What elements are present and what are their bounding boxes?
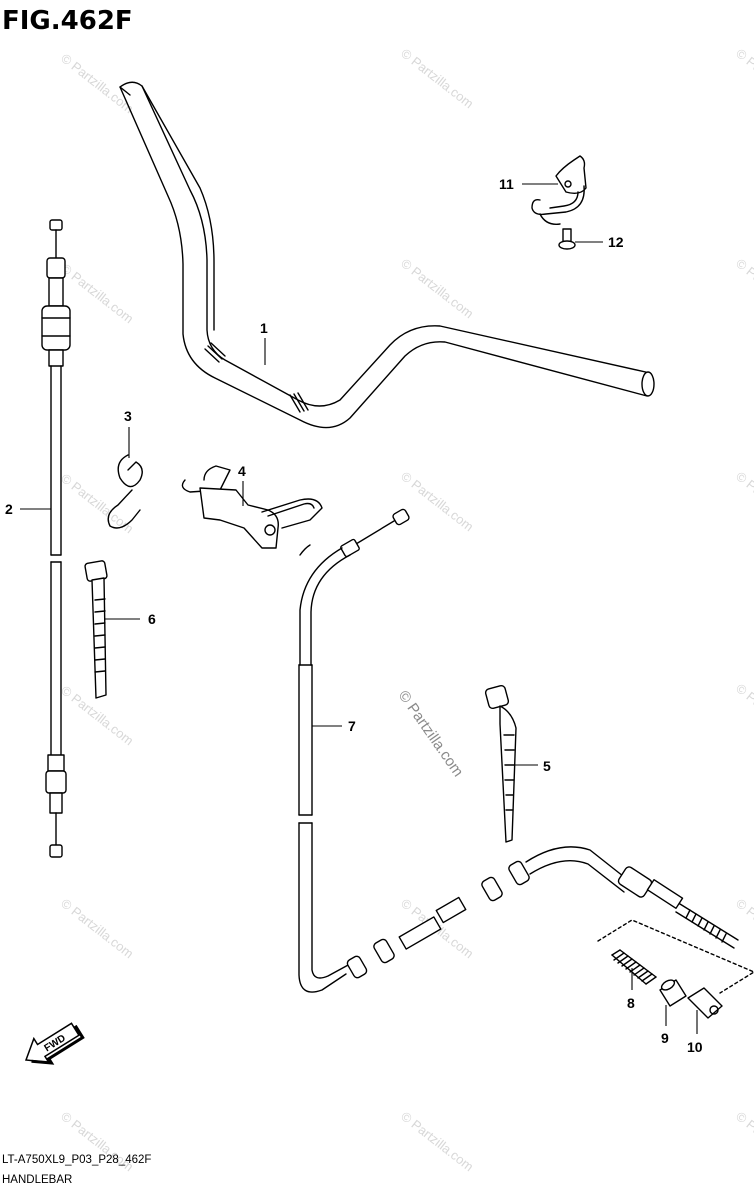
callout-10: 10: [687, 1010, 703, 1055]
watermark: © Partzilla.com: [733, 896, 754, 962]
callout-7: 7: [312, 718, 356, 734]
watermark: © Partzilla.com: [398, 1109, 476, 1175]
watermark: © Partzilla.com: [398, 469, 476, 535]
callout-label: 2: [5, 501, 13, 517]
callout-5: 5: [513, 758, 551, 774]
callout-label: 7: [348, 718, 356, 734]
callout-4: 4: [238, 463, 246, 506]
fitting-part-10[interactable]: [687, 987, 723, 1019]
callout-1: 1: [260, 320, 268, 365]
callout-8: 8: [627, 968, 635, 1011]
callout-label: 1: [260, 320, 268, 336]
spring-part-8[interactable]: [611, 949, 657, 985]
watermark-center: © Partzilla.com: [395, 688, 467, 781]
callout-label: 11: [499, 176, 514, 192]
callout-11: 11: [499, 176, 558, 192]
bracket-part-4[interactable]: [181, 465, 323, 549]
watermark: © Partzilla.com: [733, 46, 754, 112]
watermark-layer: © Partzilla.com © Partzilla.com © Partzi…: [58, 46, 754, 1175]
callout-12: 12: [575, 234, 624, 250]
callout-label: 4: [238, 463, 246, 479]
cable-part-7[interactable]: [298, 508, 739, 993]
figure-title: FIG.462F: [2, 6, 133, 36]
cable-tie-part-5[interactable]: [484, 684, 517, 843]
cable-part-2[interactable]: [41, 219, 71, 858]
exploded-group-outline: [597, 919, 754, 994]
watermark: © Partzilla.com: [733, 256, 754, 322]
callout-label: 5: [543, 758, 551, 774]
callout-label: 6: [148, 611, 156, 627]
bolt-part-12[interactable]: [558, 228, 576, 250]
collar-part-9[interactable]: [659, 978, 687, 1007]
figure-code: LT-A750XL9_P03_P28_462F: [2, 1154, 151, 1166]
watermark: © Partzilla.com: [733, 681, 754, 747]
figure-name: HANDLEBAR: [2, 1174, 72, 1186]
watermark: © Partzilla.com: [58, 896, 136, 962]
watermark: © Partzilla.com: [398, 46, 476, 112]
callout-3: 3: [124, 408, 132, 458]
watermark: © Partzilla.com: [733, 469, 754, 535]
callout-label: 9: [661, 1030, 669, 1046]
callout-9: 9: [661, 1005, 669, 1046]
forward-arrow-icon: FWD: [24, 1022, 85, 1065]
watermark: © Partzilla.com: [398, 256, 476, 322]
cable-tie-part-6[interactable]: [84, 560, 108, 699]
callout-label: 3: [124, 408, 132, 424]
callout-label: 12: [608, 234, 624, 250]
watermark: © Partzilla.com: [733, 1109, 754, 1175]
callout-2: 2: [5, 501, 51, 517]
callout-6: 6: [104, 611, 156, 627]
callout-label: 8: [627, 995, 635, 1011]
callout-label: 10: [687, 1039, 703, 1055]
holder-part-11[interactable]: [531, 155, 587, 225]
handlebar-part-1[interactable]: [119, 81, 655, 429]
clip-part-3[interactable]: [107, 454, 143, 529]
